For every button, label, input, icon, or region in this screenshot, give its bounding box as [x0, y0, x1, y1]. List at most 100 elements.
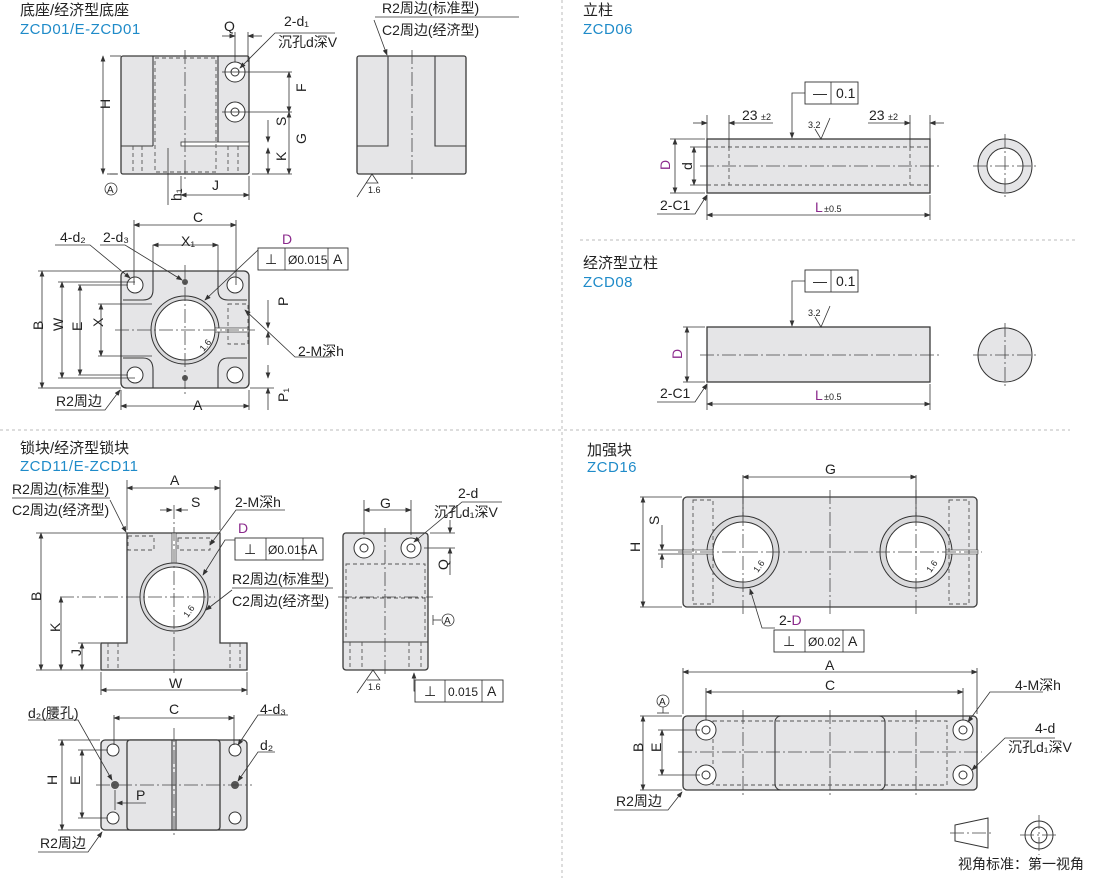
post-tol-left: ±2: [761, 112, 771, 122]
post-dim-23-left: 23: [742, 107, 758, 123]
econ-post-code: ZCD08: [583, 274, 633, 291]
rib-fcf: ⊥ Ø0.02 A: [773, 629, 865, 653]
econ-post-roughness: 3.2: [808, 308, 821, 318]
rib-D-callout: 2-D: [779, 612, 802, 628]
post-dim-23-right: 23: [869, 107, 885, 123]
post-dim-D: D: [657, 160, 673, 170]
base-dim-C: C: [193, 209, 203, 225]
base-dim-D: D: [282, 231, 292, 247]
rib-dim-G: G: [825, 461, 836, 477]
lock-code: ZCD11/E-ZCD11: [20, 458, 138, 475]
rib-dim-B: B: [630, 743, 646, 752]
base-dim-J: J: [212, 177, 219, 193]
base-dim-X: X: [90, 317, 106, 327]
post-title: 立柱: [583, 2, 613, 19]
base-counterbore-note: 沉孔d深V: [278, 34, 338, 50]
perpendicularity-icon: ⊥: [783, 633, 795, 649]
rib-fcf-tolerance: Ø0.02: [808, 635, 841, 649]
rib-top-view: G H S 2-D ⊥ Ø0.02 A 1.6 1.6: [627, 461, 982, 653]
lock-fcf-2: ⊥ 0.015 A: [414, 679, 504, 703]
rib-dim-A: A: [825, 657, 835, 673]
base-front-view: H Q 2-d₁ 沉孔d深V F S G K A h₁ J: [97, 13, 338, 205]
rib-code: ZCD16: [587, 459, 637, 476]
post-chamfer: 2-C1: [660, 197, 691, 213]
rib-section: 加强块 ZCD16 G H S 2-D ⊥: [587, 442, 1073, 811]
rib-dim-E: E: [648, 743, 664, 752]
lock-fcf1-tolerance: Ø0.015: [268, 543, 308, 557]
post-L-tolerance: ±0.5: [824, 204, 841, 214]
lock-front-view: A S 2-M深h R2周边(标准型) C2周边(经济型) D ⊥ Ø0.015…: [12, 472, 333, 695]
base-dim-P: P: [275, 297, 291, 306]
base-code: ZCD01/E-ZCD01: [20, 21, 141, 38]
base-roughness: 1.6: [368, 185, 381, 195]
lock-dim-P: P: [136, 787, 145, 803]
lock-dim-B: B: [28, 592, 44, 601]
lock-dim-H: H: [44, 775, 60, 785]
base-fcf: ⊥ Ø0.015 A: [257, 247, 349, 271]
lock-fcf2-datum: A: [487, 683, 497, 699]
base-dim-S: S: [273, 117, 289, 126]
lock-side-view: A 1.6 ⊥ 0.015 A G 2-d 沉孔d₁深V Q: [338, 485, 504, 703]
econ-post-L-tolerance: ±0.5: [824, 392, 841, 402]
base-dim-W: W: [50, 317, 66, 331]
post-code: ZCD06: [583, 21, 633, 38]
lock-title: 锁块/经济型锁块: [20, 440, 129, 457]
base-dim-Q: Q: [224, 18, 235, 34]
lock-bottom-dim-C: C: [169, 701, 179, 717]
rib-D-prefix: 2-: [779, 612, 792, 628]
lock-dim-D: D: [238, 520, 248, 536]
rib-r2-edge: R2周边: [616, 793, 662, 809]
lock-dim-d2: d₂: [260, 737, 273, 753]
rib-title: 加强块: [587, 442, 632, 459]
base-dim-H: H: [97, 99, 113, 109]
lock-dim-G: G: [380, 495, 391, 511]
base-dim-P1: P₁: [275, 388, 291, 402]
rib-bottom-view: A A C B E 4-M深h 4-d 沉孔d₁深V R2周边: [614, 657, 1073, 811]
base-r2-edge: R2周边: [56, 393, 102, 409]
base-dim-B: B: [30, 321, 46, 330]
econ-post-section: 经济型立柱 ZCD08 — 0.1 3.2 D 2-C1 L ±0.5: [583, 255, 1037, 410]
post-end-view: [973, 134, 1037, 198]
econ-post-dim-D: D: [669, 349, 685, 359]
lock-slot-note: d₂(腰孔): [28, 705, 79, 721]
base-c2-economy: C2周边(经济型): [382, 22, 479, 38]
base-section: 底座/经济型底座 ZCD01/E-ZCD01: [20, 0, 519, 413]
base-fcf-datum: A: [333, 251, 343, 267]
lock-r2-standard-2: R2周边(标准型): [232, 571, 329, 587]
rib-dim-S: S: [646, 516, 662, 525]
rib-dim-C: C: [825, 677, 835, 693]
base-dim-G: G: [293, 133, 309, 144]
lock-dim-d3: 4-d₃: [260, 701, 286, 717]
econ-post-end-view: [973, 323, 1037, 387]
lock-dim-Q: Q: [435, 559, 451, 570]
base-dim-X1: X₁: [181, 233, 195, 249]
lock-dim-E: E: [67, 776, 83, 785]
lock-r2-edge: R2周边: [40, 835, 86, 851]
lock-thread-note: 2-M深h: [235, 494, 281, 510]
base-dim-d1: 2-d₁: [284, 13, 309, 29]
post-fcf: — 0.1: [804, 81, 859, 105]
econ-post-dim-L: L: [815, 387, 823, 403]
base-dim-h1: h₁: [168, 188, 184, 201]
base-dim-A: A: [193, 397, 203, 413]
econ-post-fcf: — 0.1: [804, 269, 859, 293]
first-angle-circle-icon: [1020, 815, 1058, 855]
lock-section: 锁块/经济型锁块 ZCD11/E-ZCD11: [12, 440, 504, 853]
rib-dim-d: 4-d: [1035, 720, 1055, 736]
lock-r2-standard: R2周边(标准型): [12, 481, 109, 497]
base-dim-d2: 4-d₂: [60, 229, 86, 245]
lock-dim-W: W: [169, 675, 183, 691]
projection-symbol: 视角标准：第一视角: [950, 815, 1084, 872]
rib-dim-D: D: [791, 612, 801, 628]
base-fcf-tolerance: Ø0.015: [288, 253, 328, 267]
lock-dim-K: K: [47, 622, 63, 632]
lock-c2-economy: C2周边(经济型): [12, 502, 109, 518]
base-top-view: C 4-d₂ 2-d₃ X₁ D ⊥ Ø0.015 A B W E X P 2-…: [30, 209, 349, 413]
perpendicularity-icon: ⊥: [424, 683, 436, 699]
lock-roughness: 1.6: [368, 682, 381, 692]
base-datum-A: A: [107, 185, 114, 196]
projection-standard-label: 视角标准：第一视角: [958, 856, 1084, 872]
lock-dim-A: A: [170, 472, 180, 488]
base-title: 底座/经济型底座: [20, 2, 129, 19]
post-section: 立柱 ZCD06 — 0.1 23 ±2 23 ±2 3.2 D d 2-C1: [583, 2, 1037, 220]
